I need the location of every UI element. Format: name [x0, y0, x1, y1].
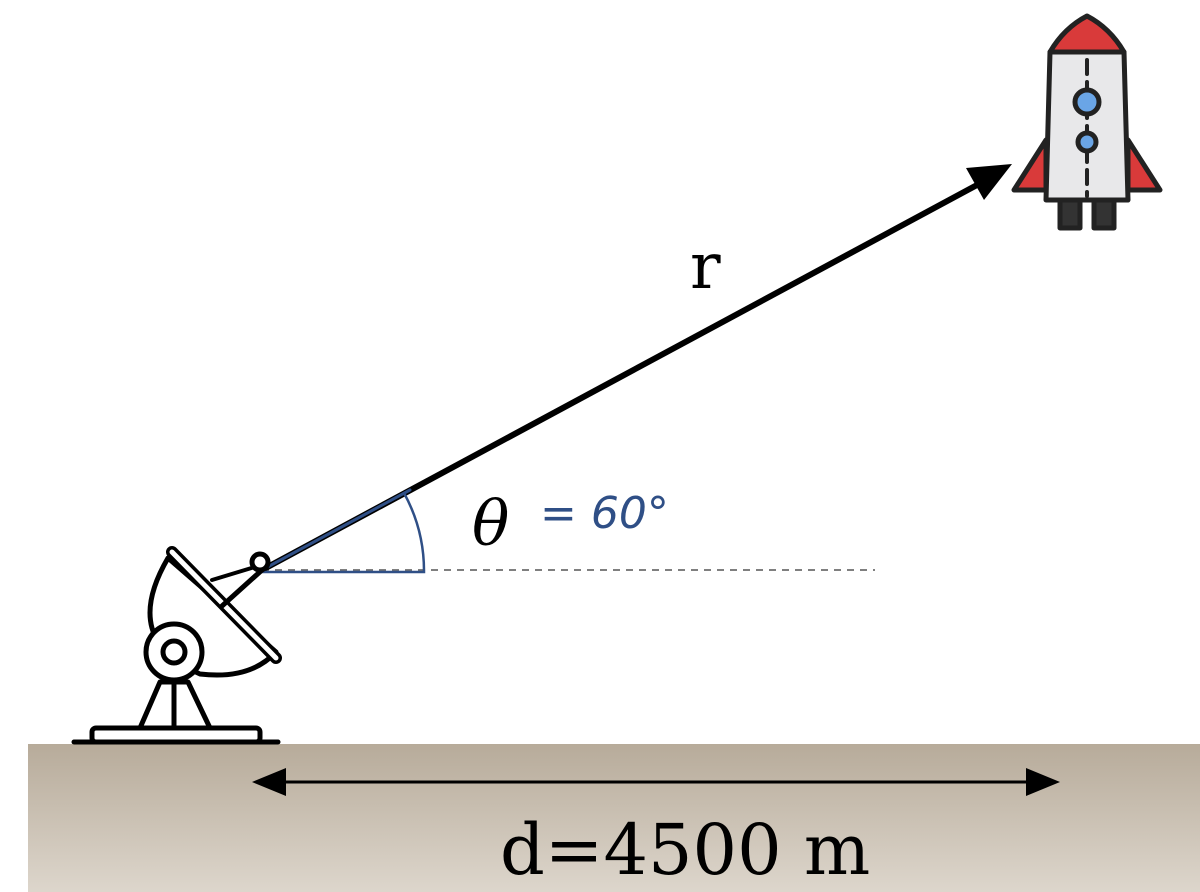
- radar-dish-icon: [71, 546, 282, 745]
- vector-label-r: r: [690, 230, 721, 304]
- angle-arc: [262, 492, 426, 574]
- ground: [28, 744, 1200, 892]
- angle-symbol-theta: θ: [472, 487, 509, 560]
- distance-arrow: [252, 768, 1060, 796]
- rocket-icon: [1011, 13, 1163, 231]
- angle-value-annotation: = 60°: [540, 488, 669, 539]
- distance-label: d=4500 m: [500, 809, 870, 891]
